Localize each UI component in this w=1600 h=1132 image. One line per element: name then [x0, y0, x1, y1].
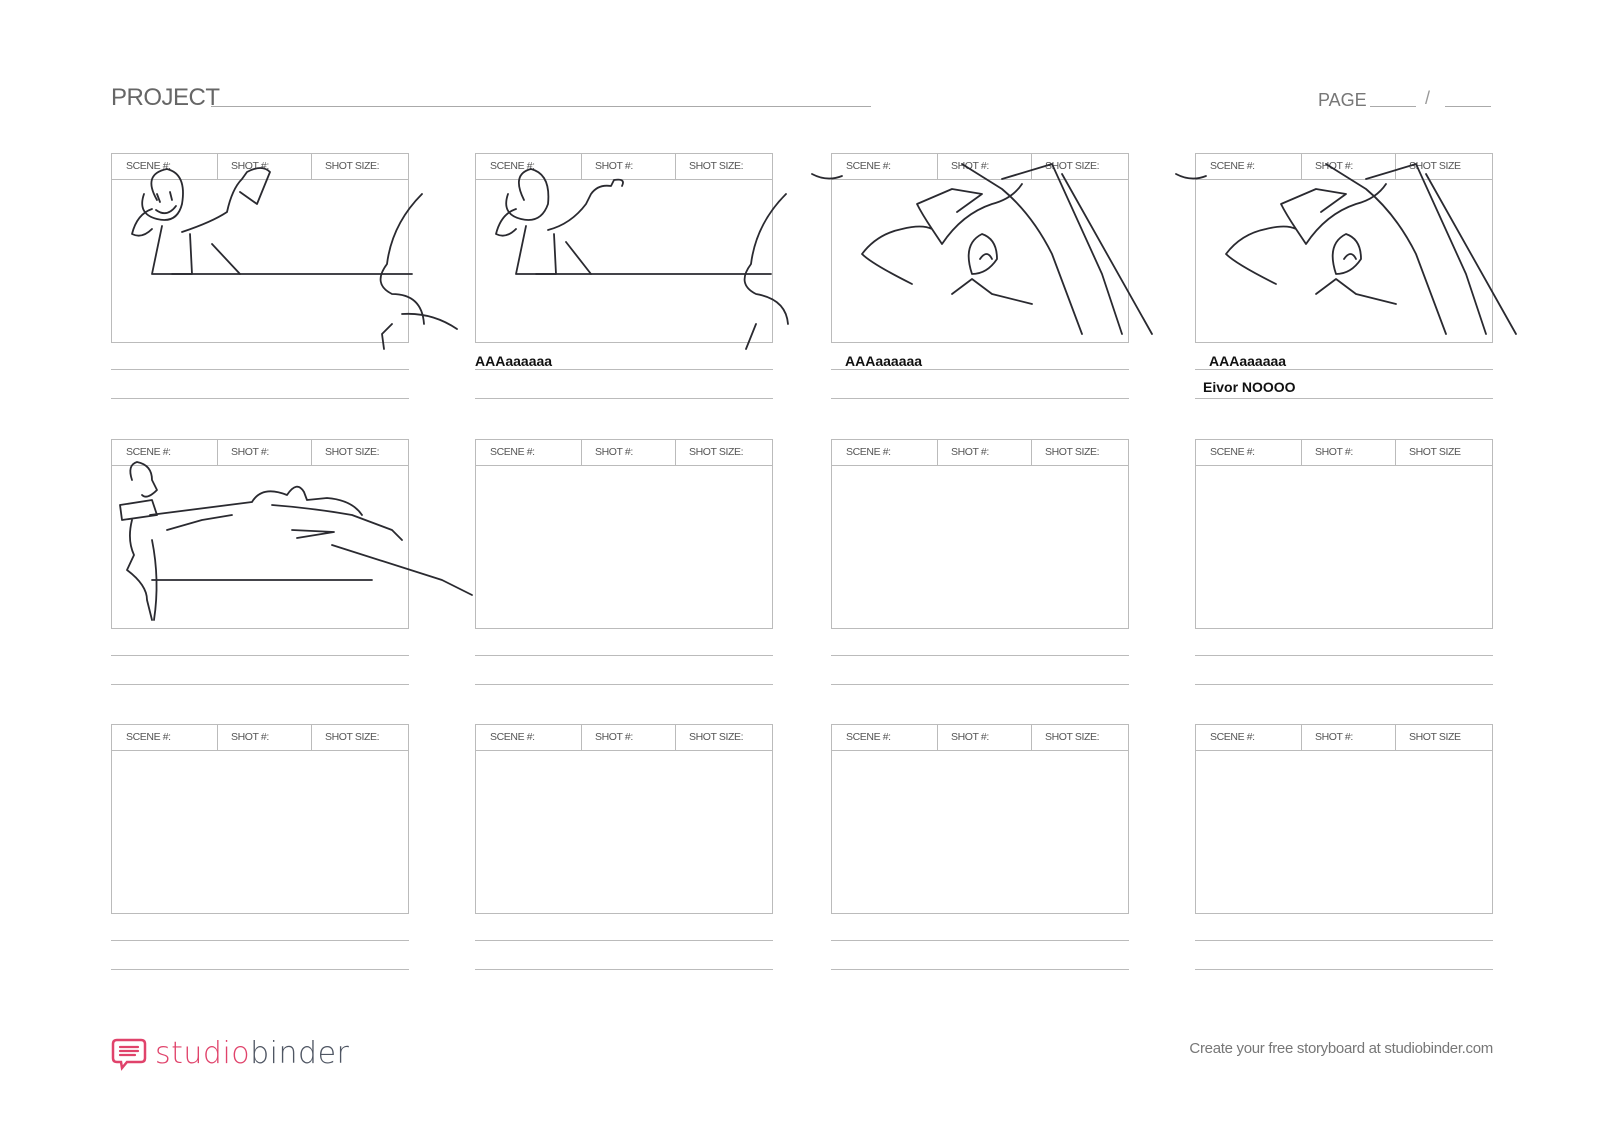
- shot-field[interactable]: SHOT #:: [582, 440, 676, 465]
- notes-line-1[interactable]: [475, 655, 773, 656]
- notes-line-2[interactable]: [1195, 969, 1493, 970]
- notes-line-1[interactable]: [475, 940, 773, 941]
- page-total-line: [1445, 106, 1491, 107]
- shot-size-field[interactable]: SHOT SIZE: [1409, 731, 1461, 743]
- frame-header: SCENE #: SHOT #: SHOT SIZE: [1196, 440, 1492, 466]
- shot-size-field[interactable]: SHOT SIZE:: [689, 160, 744, 172]
- storyboard-frame[interactable]: SCENE #: SHOT #: SHOT SIZE:: [111, 153, 458, 350]
- scene-field[interactable]: SCENE #:: [476, 440, 582, 465]
- shot-size-field[interactable]: SHOT SIZE: [1409, 446, 1461, 458]
- scene-field[interactable]: SCENE #:: [112, 154, 218, 179]
- project-line: [211, 106, 871, 107]
- page-number-line: [1370, 106, 1416, 107]
- notes-line-2[interactable]: [111, 969, 409, 970]
- shot-size-field[interactable]: SHOT SIZE:: [325, 446, 380, 458]
- frame-header: SCENE #: SHOT #: SHOT SIZE:: [476, 154, 772, 180]
- shot-field[interactable]: SHOT #:: [938, 440, 1032, 465]
- scene-field[interactable]: SCENE #:: [112, 440, 218, 465]
- storyboard-frame[interactable]: SCENE #: SHOT #: SHOT SIZE:: [831, 724, 1129, 914]
- storyboard-frame[interactable]: SCENE #: SHOT #: SHOT SIZE:: [475, 724, 773, 914]
- storyboard-frame[interactable]: SCENE #: SHOT #: SHOT SIZE:: [111, 439, 473, 629]
- shot-field[interactable]: SHOT #:: [218, 154, 312, 179]
- storyboard-frame[interactable]: SCENE #: SHOT #: SHOT SIZE: [1195, 439, 1493, 629]
- shot-field[interactable]: SHOT #:: [938, 725, 1032, 750]
- scene-field[interactable]: SCENE #:: [832, 440, 938, 465]
- shot-field[interactable]: SHOT #:: [1302, 725, 1396, 750]
- shot-field[interactable]: SHOT #:: [1302, 440, 1396, 465]
- scene-field[interactable]: SCENE #:: [832, 154, 938, 179]
- frame-note-2: Eivor NOOOO: [1203, 379, 1296, 395]
- frame-note-1: AAAaaaaaa: [475, 353, 553, 369]
- shot-size-field[interactable]: SHOT SIZE:: [689, 446, 744, 458]
- notes-line-2[interactable]: [475, 969, 773, 970]
- notes-line-1[interactable]: [1195, 655, 1493, 656]
- page-separator: /: [1425, 88, 1431, 108]
- notes-line-1[interactable]: [1195, 369, 1493, 370]
- shot-field[interactable]: SHOT #:: [218, 725, 312, 750]
- notes-line-2[interactable]: [111, 684, 409, 685]
- frame-header: SCENE #: SHOT #: SHOT SIZE:: [112, 725, 408, 751]
- shot-field[interactable]: SHOT #:: [938, 154, 1032, 179]
- scene-field[interactable]: SCENE #:: [476, 154, 582, 179]
- notes-line-1[interactable]: [831, 369, 1129, 370]
- notes-line-2[interactable]: [831, 398, 1129, 399]
- shot-size-field[interactable]: SHOT SIZE: [1409, 160, 1461, 172]
- notes-line-1[interactable]: [831, 655, 1129, 656]
- notes-line-2[interactable]: [475, 398, 773, 399]
- scene-field[interactable]: SCENE #:: [112, 725, 218, 750]
- notes-line-1[interactable]: [111, 655, 409, 656]
- notes-line-2[interactable]: [475, 684, 773, 685]
- shot-field[interactable]: SHOT #:: [582, 154, 676, 179]
- notes-line-2[interactable]: [111, 398, 409, 399]
- notes-line-1[interactable]: [1195, 940, 1493, 941]
- storyboard-frame[interactable]: SCENE #: SHOT #: SHOT SIZE:: [111, 724, 409, 914]
- shot-size-field[interactable]: SHOT SIZE:: [325, 160, 380, 172]
- project-label: PROJECT: [111, 84, 220, 111]
- frame-header: SCENE #: SHOT #: SHOT SIZE: [1196, 725, 1492, 751]
- frame-header: SCENE #: SHOT #: SHOT SIZE:: [832, 440, 1128, 466]
- shot-size-field[interactable]: SHOT SIZE:: [1045, 731, 1100, 743]
- shot-field[interactable]: SHOT #:: [218, 440, 312, 465]
- logo-studio: studio: [155, 1036, 251, 1071]
- notes-line-2[interactable]: [831, 969, 1129, 970]
- frame-header: SCENE #: SHOT #: SHOT SIZE:: [476, 725, 772, 751]
- notes-line-1[interactable]: [475, 369, 773, 370]
- frame-note-1: AAAaaaaaa: [845, 353, 923, 369]
- storyboard-frame[interactable]: SCENE #: SHOT #: SHOT SIZE: [1175, 153, 1517, 343]
- studiobinder-logo: studiobinder: [111, 1036, 349, 1071]
- storyboard-frame[interactable]: SCENE #: SHOT #: SHOT SIZE: [1195, 724, 1493, 914]
- shot-field[interactable]: SHOT #:: [1302, 154, 1396, 179]
- notes-line-1[interactable]: [111, 940, 409, 941]
- shot-field[interactable]: SHOT #:: [582, 725, 676, 750]
- scene-field[interactable]: SCENE #:: [1196, 440, 1302, 465]
- scene-field[interactable]: SCENE #:: [476, 725, 582, 750]
- notes-line-1[interactable]: [831, 940, 1129, 941]
- frame-header: SCENE #: SHOT #: SHOT SIZE: [1196, 154, 1492, 180]
- notes-line-2[interactable]: [1195, 398, 1493, 399]
- scene-field[interactable]: SCENE #:: [1196, 154, 1302, 179]
- storyboard-frame[interactable]: SCENE #: SHOT #: SHOT SIZE:: [831, 439, 1129, 629]
- scene-field[interactable]: SCENE #:: [1196, 725, 1302, 750]
- frame-header: SCENE #: SHOT #: SHOT SIZE:: [476, 440, 772, 466]
- notes-line-2[interactable]: [1195, 684, 1493, 685]
- logo-binder: binder: [250, 1036, 350, 1071]
- frame-header: SCENE #: SHOT #: SHOT SIZE:: [832, 154, 1128, 180]
- shot-size-field[interactable]: SHOT SIZE:: [1045, 446, 1100, 458]
- footer-tagline: Create your free storyboard at studiobin…: [1189, 1040, 1493, 1057]
- page-label: PAGE: [1318, 90, 1367, 110]
- storyboard-frame[interactable]: SCENE #: SHOT #: SHOT SIZE:: [475, 439, 773, 629]
- frame-header: SCENE #: SHOT #: SHOT SIZE:: [112, 154, 408, 180]
- scene-field[interactable]: SCENE #:: [832, 725, 938, 750]
- speech-bubble-icon: [111, 1038, 147, 1071]
- storyboard-frame[interactable]: SCENE #: SHOT #: SHOT SIZE:: [475, 153, 789, 350]
- frame-header: SCENE #: SHOT #: SHOT SIZE:: [832, 725, 1128, 751]
- frame-header: SCENE #: SHOT #: SHOT SIZE:: [112, 440, 408, 466]
- shot-size-field[interactable]: SHOT SIZE:: [689, 731, 744, 743]
- notes-line-2[interactable]: [831, 684, 1129, 685]
- frame-note-1: AAAaaaaaa: [1209, 353, 1287, 369]
- shot-size-field[interactable]: SHOT SIZE:: [1045, 160, 1100, 172]
- shot-size-field[interactable]: SHOT SIZE:: [325, 731, 380, 743]
- storyboard-frame[interactable]: SCENE #: SHOT #: SHOT SIZE:: [811, 153, 1153, 343]
- notes-line-1[interactable]: [111, 369, 409, 370]
